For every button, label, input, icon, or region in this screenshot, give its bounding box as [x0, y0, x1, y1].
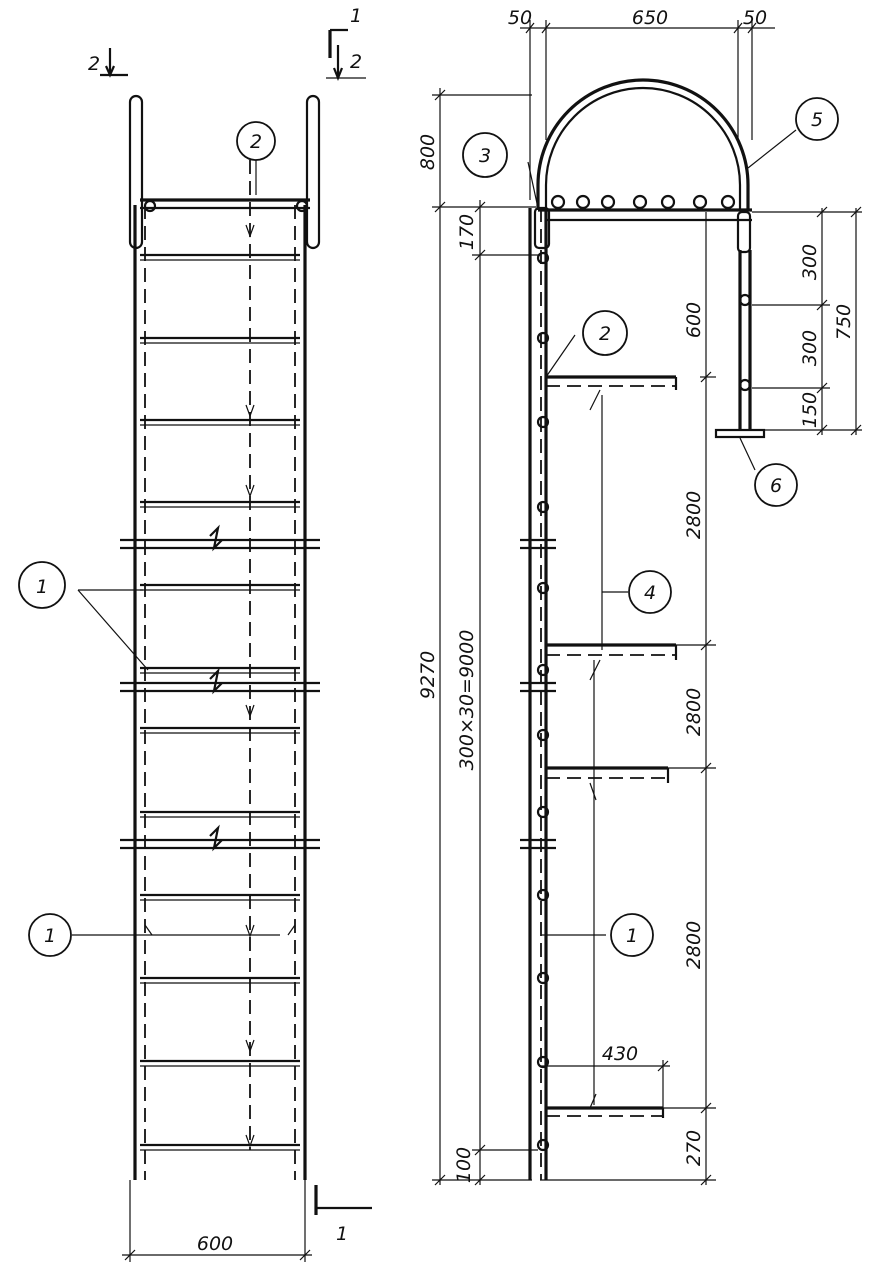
section-mark-2-left [100, 48, 128, 78]
top-bolt-right [295, 199, 309, 213]
dim-width-front [122, 1180, 312, 1262]
left-clamp [533, 206, 551, 250]
dim-750: 750 [833, 304, 855, 340]
dim-2800-b: 2800 [683, 688, 705, 736]
dim-270: 270 [683, 1130, 705, 1166]
bubble-5 [795, 97, 839, 141]
bubble-1c [610, 913, 654, 957]
bubble-3-label: 3 [479, 145, 491, 167]
dim-2800-a: 2800 [683, 491, 705, 539]
cage-hoop-inner [544, 86, 742, 210]
front-view [72, 28, 372, 1262]
side-view [432, 20, 862, 1186]
dim-650: 650 [632, 7, 668, 29]
break-lines-side [520, 538, 556, 850]
base-plate [714, 428, 766, 439]
dim-right-chain [540, 212, 716, 1186]
cable-arrows [245, 224, 255, 1148]
section-mark-1-2-top [326, 28, 366, 81]
dim-hanger [752, 206, 862, 436]
leader-6 [739, 437, 756, 471]
dim-300-b: 300 [799, 330, 821, 366]
bubble-3 [462, 132, 508, 178]
bubble-4 [628, 570, 672, 614]
gusset-right [287, 924, 296, 936]
dim-left-chain [432, 88, 538, 1186]
dim-430 [541, 1060, 670, 1108]
dim-rung-spacing: 300×30=9000 [456, 630, 478, 771]
bubble-1b-label: 1 [44, 925, 56, 947]
callouts [18, 97, 839, 957]
right-handrail [305, 94, 321, 250]
rung-holes [536, 251, 550, 1152]
leader-1a2 [77, 589, 149, 671]
right-clamp [736, 210, 752, 254]
dim-150: 150 [799, 392, 821, 428]
dim-300-a: 300 [799, 244, 821, 280]
dim-9270: 9270 [417, 651, 439, 699]
bubble-2b-label: 2 [599, 323, 611, 345]
bubble-5-label: 5 [811, 109, 823, 131]
gusset-left [144, 924, 153, 936]
dim-800: 800 [417, 134, 439, 170]
section-2-left-label: 2 [88, 53, 100, 75]
bubble-1a [18, 561, 66, 609]
section-mark-1-bottom [314, 1185, 372, 1215]
leader-2b [545, 334, 576, 378]
bubble-2a [236, 121, 276, 161]
dim-50-left: 50 [508, 7, 532, 29]
bubble-1a-label: 1 [36, 576, 48, 598]
bubble-2a-label: 2 [250, 131, 262, 153]
section-2-top-label: 2 [350, 51, 362, 73]
dim-430: 430 [602, 1043, 638, 1065]
hanger-hole-a [738, 293, 752, 307]
dim-100: 100 [453, 1147, 475, 1183]
section-1-top-label: 1 [350, 5, 362, 27]
dim-170: 170 [456, 214, 478, 250]
bubble-2b [582, 310, 628, 356]
bubble-6-label: 6 [770, 475, 782, 497]
top-bolt-left [143, 199, 157, 213]
leader-5 [747, 129, 797, 169]
dim-top [520, 20, 775, 200]
section-1-bottom-label: 1 [336, 1223, 348, 1245]
break-lines-front [120, 524, 320, 852]
dim-600: 600 [683, 302, 705, 338]
bubble-6 [754, 463, 798, 507]
dim-50-right: 50 [743, 7, 767, 29]
dim-600-width: 600 [197, 1233, 233, 1255]
hanger-hole-b [738, 378, 752, 392]
dim-2800-c: 2800 [683, 921, 705, 969]
rungs [140, 253, 300, 1151]
bubble-1b [28, 913, 72, 957]
cage-hoop [536, 78, 750, 210]
bubble-1c-label: 1 [626, 925, 638, 947]
cage-bars [550, 194, 736, 210]
labels: 2 1 1 3 5 2 6 4 1 2 1 2 1 50 650 50 800 … [36, 5, 855, 1255]
bubble-4-label: 4 [644, 582, 656, 604]
support-brackets [546, 375, 678, 1118]
